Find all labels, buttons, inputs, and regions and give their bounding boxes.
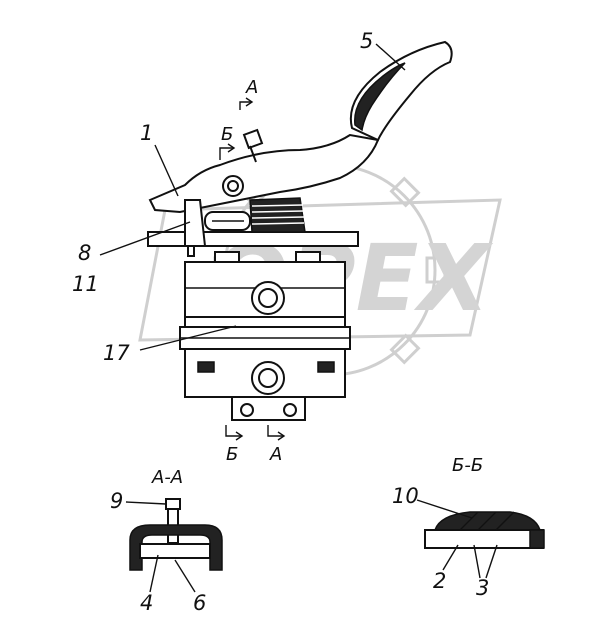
aa-plate <box>139 543 211 559</box>
cut-marker-a-top: А <box>239 77 258 110</box>
mounting-plate <box>147 231 359 247</box>
svg-text:8: 8 <box>78 241 91 265</box>
valve-upper-body <box>184 251 346 318</box>
svg-text:17: 17 <box>103 341 130 365</box>
section-bb: Б-Б 10 2 3 <box>392 455 545 600</box>
outlet-left <box>240 403 254 417</box>
aa-bolt-head <box>165 498 181 510</box>
section-aa: А-А 9 4 6 <box>110 467 223 615</box>
aa-rubber-cap <box>129 524 223 571</box>
pedal-assembly <box>148 40 453 214</box>
upper-port-inner <box>258 288 278 308</box>
adjust-screw-head <box>242 128 264 150</box>
callout-17: 17 <box>103 325 237 365</box>
callout-10: 10 <box>392 484 419 508</box>
cut-marker-b-top: Б <box>219 124 236 160</box>
valve-lower-body <box>184 348 346 421</box>
callout-6: 6 <box>193 591 206 615</box>
svg-text:5: 5 <box>360 29 373 53</box>
bolt-11 <box>187 245 195 257</box>
svg-text:А: А <box>245 77 258 98</box>
pedal-pad <box>349 40 453 142</box>
callout-4: 4 <box>140 591 153 615</box>
pedal-lever <box>148 133 380 214</box>
outlet-right <box>283 403 297 417</box>
callout-5: 5 <box>360 29 406 71</box>
section-aa-title: А-А <box>151 467 183 488</box>
lever-pivot-inner <box>227 180 239 192</box>
cut-marker-b-bottom: Б <box>225 425 244 465</box>
boot-ribs <box>251 204 305 225</box>
svg-text:А: А <box>269 444 282 465</box>
callout-2: 2 <box>433 569 446 593</box>
svg-text:1: 1 <box>140 121 153 145</box>
svg-text:Б: Б <box>221 124 233 145</box>
lower-nut-left <box>197 361 215 373</box>
callout-8: 8 <box>78 221 191 265</box>
lower-port-inner <box>258 368 278 388</box>
bb-plate <box>424 529 544 549</box>
watermark-frame <box>138 198 502 342</box>
svg-text:11: 11 <box>72 272 99 296</box>
callout-3: 3 <box>476 576 489 600</box>
callout-1: 1 <box>140 121 179 197</box>
pedal-pad-rubber <box>354 62 406 132</box>
callout-9: 9 <box>110 489 123 513</box>
cut-marker-a-bottom: А <box>267 425 286 465</box>
flange-top <box>184 316 346 328</box>
lower-nut-right <box>317 361 335 373</box>
callout-11: 11 <box>72 272 99 296</box>
svg-text:Б: Б <box>226 444 238 465</box>
bb-end-block <box>529 529 545 549</box>
mounting-bracket <box>147 197 359 257</box>
adjust-screw-shaft <box>249 145 257 163</box>
section-bb-title: Б-Б <box>452 455 483 476</box>
bb-hatch <box>459 511 515 531</box>
bracket-side <box>184 199 207 247</box>
rubber-boot <box>249 197 306 233</box>
